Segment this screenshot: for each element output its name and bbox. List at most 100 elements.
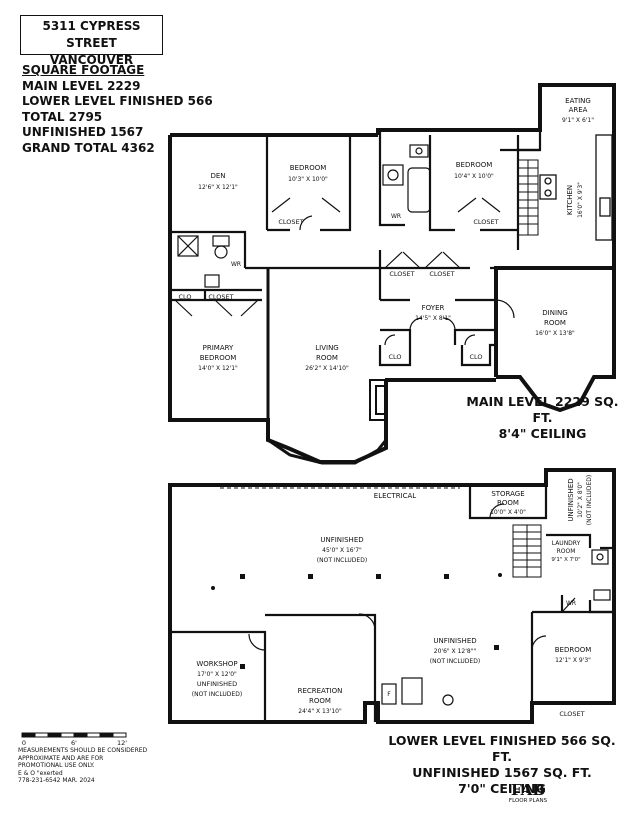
recreation-name: RECREATION xyxy=(298,687,343,695)
living-dims: 26'2" X 14'10" xyxy=(305,365,349,372)
lower-stairs xyxy=(512,524,542,578)
main-summary-line: MAIN LEVEL 2229 SQ. FT. xyxy=(466,394,619,425)
address-box: 5311 CYPRESS STREET VANCOUVER xyxy=(20,15,163,67)
unfinished-mid-note: (NOT INCLUDED) xyxy=(430,658,480,665)
den-name: DEN xyxy=(210,172,225,180)
footer-line: E & O "exerted xyxy=(18,769,63,777)
footer-line: MEASUREMENTS SHOULD BE CONSIDERED xyxy=(18,747,148,754)
footer-contact: 778-231-6542 MAR. 2024 xyxy=(18,777,95,784)
scale-label: 12' xyxy=(117,739,127,747)
lower-summary-line: 7'0" CEILING xyxy=(458,781,546,796)
eating-name: EATING xyxy=(565,97,591,105)
laundry-name2: ROOM xyxy=(557,548,576,555)
address-line2: VANCOUVER xyxy=(49,53,134,67)
unfinished-side-name: UNFINISHED xyxy=(567,478,575,521)
square-footage-title: SQUARE FOOTAGE xyxy=(22,63,145,77)
workshop-note: (NOT INCLUDED) xyxy=(192,691,242,698)
main-closet-doors xyxy=(174,197,515,346)
lower-outer-wall xyxy=(168,468,616,724)
lower-interior-walls xyxy=(170,485,614,722)
scale-label: 0 xyxy=(22,739,26,747)
main-level-summary: MAIN LEVEL 2229 SQ. FT. 8'4" CEILING xyxy=(455,394,630,442)
sqft-line: TOTAL 2795 xyxy=(22,109,103,124)
wr-label: WR xyxy=(231,261,241,268)
unfinished-main-name: UNFINISHED xyxy=(320,536,363,544)
kitchen-dims: 16'0" X 9'3" xyxy=(577,182,584,218)
unfinished-side-dims: 10'2" X 8'0" xyxy=(577,482,584,518)
closet-label: CLOSET xyxy=(559,710,584,718)
eating-name2: AREA xyxy=(569,106,588,114)
lower-summary-line: UNFINISHED 1567 SQ. FT. xyxy=(412,765,592,780)
lower-bedroom-dims: 12'1" X 9'3" xyxy=(555,657,591,664)
living-name2: ROOM xyxy=(316,354,338,362)
workshop-name2: UNFINISHED xyxy=(197,680,237,688)
closet-label: CLOSET xyxy=(429,270,454,278)
sqft-line: GRAND TOTAL 4362 xyxy=(22,140,155,155)
dining-name: DINING xyxy=(542,309,567,317)
closet-label: CLOSET xyxy=(208,293,233,301)
living-name: LIVING xyxy=(315,344,338,352)
kitchen-counters xyxy=(539,134,613,241)
lower-columns xyxy=(211,573,502,669)
sqft-line: LOWER LEVEL FINISHED 566 xyxy=(22,94,213,108)
kitchen-name: KITCHEN xyxy=(566,185,574,215)
footer-line: PROMOTIONAL USE ONLY. xyxy=(18,762,95,769)
unfinished-side-note: (NOT INCLUDED) xyxy=(586,475,593,525)
recreation-dims: 24'4" X 13'10" xyxy=(298,708,342,715)
unfinished-main-note: (NOT INCLUDED) xyxy=(317,557,367,564)
dining-name2: ROOM xyxy=(544,319,566,327)
wr-label: WR xyxy=(391,213,401,220)
laundry-name: LAUNDRY xyxy=(552,540,581,547)
scale-bar xyxy=(21,732,127,738)
laundry-dims: 9'1" X 7'0" xyxy=(551,557,580,563)
lower-fixtures xyxy=(381,549,611,706)
clo-label: CLO xyxy=(469,353,482,361)
primary-dims: 14'0" X 12'1" xyxy=(198,365,238,372)
unfinished-mid-dims: 20'6" X 12'8"" xyxy=(434,648,477,655)
primary-name2: BEDROOM xyxy=(200,354,237,362)
fab-logo: FAB FLOOR PLANS xyxy=(502,781,554,805)
clo-label: CLO xyxy=(388,353,401,361)
sqft-line: MAIN LEVEL 2229 xyxy=(22,78,141,93)
lower-doors xyxy=(248,503,547,651)
closet-label: CLOSET xyxy=(473,218,498,226)
footer-line: APPROXIMATE AND ARE FOR xyxy=(18,754,104,762)
primary-name: PRIMARY xyxy=(203,344,234,352)
logo-sub: FLOOR PLANS xyxy=(508,798,548,804)
furnace-label: F xyxy=(387,691,391,698)
scale-label: 6' xyxy=(71,739,77,747)
sqft-line: UNFINISHED 1567 xyxy=(22,125,144,139)
unfinished-mid-name: UNFINISHED xyxy=(433,637,476,645)
dining-dims: 16'0" X 13'8" xyxy=(535,330,575,337)
bedroom2-dims: 10'4" X 10'0" xyxy=(454,173,494,180)
footer-disclaimer: MEASUREMENTS SHOULD BE CONSIDERED APPROX… xyxy=(18,747,178,785)
clo-label: CLO xyxy=(178,293,191,301)
foyer-name: FOYER xyxy=(422,304,445,312)
main-summary-line: 8'4" CEILING xyxy=(498,426,587,441)
closet-label: CLOSET xyxy=(278,218,303,226)
lower-summary-line: LOWER LEVEL FINISHED 566 SQ. FT. xyxy=(388,733,616,764)
closet-label: CLOSET xyxy=(389,270,414,278)
den-dims: 12'6" X 12'1" xyxy=(198,184,238,191)
bedroom1-name: BEDROOM xyxy=(290,164,327,172)
lower-level-summary: LOWER LEVEL FINISHED 566 SQ. FT. UNFINIS… xyxy=(382,733,622,797)
living-room-bay xyxy=(266,268,388,465)
workshop-name: WORKSHOP xyxy=(196,660,237,668)
recreation-name2: ROOM xyxy=(309,697,331,705)
logo-mark: FAB xyxy=(510,781,546,799)
electrical-label: ELECTRICAL xyxy=(374,492,417,500)
main-stairs xyxy=(517,159,539,236)
bedroom1-dims: 10'3" X 10'0" xyxy=(288,176,328,183)
storage-dims: 10'0" X 4'0" xyxy=(490,509,526,516)
wr-label: WR xyxy=(566,600,576,607)
storage-name: STORAGE xyxy=(491,490,524,498)
square-footage-block: SQUARE FOOTAGE MAIN LEVEL 2229 LOWER LEV… xyxy=(22,63,213,156)
main-bath-fixtures xyxy=(177,144,431,288)
workshop-dims: 17'0" X 12'0" xyxy=(197,671,237,678)
living-fireplace xyxy=(369,379,387,421)
lower-bedroom-name: BEDROOM xyxy=(555,646,592,654)
unfinished-main-dims: 45'0" X 16'7" xyxy=(322,547,362,554)
address-line1: 5311 CYPRESS STREET xyxy=(42,19,141,50)
bedroom2-name: BEDROOM xyxy=(456,161,493,169)
